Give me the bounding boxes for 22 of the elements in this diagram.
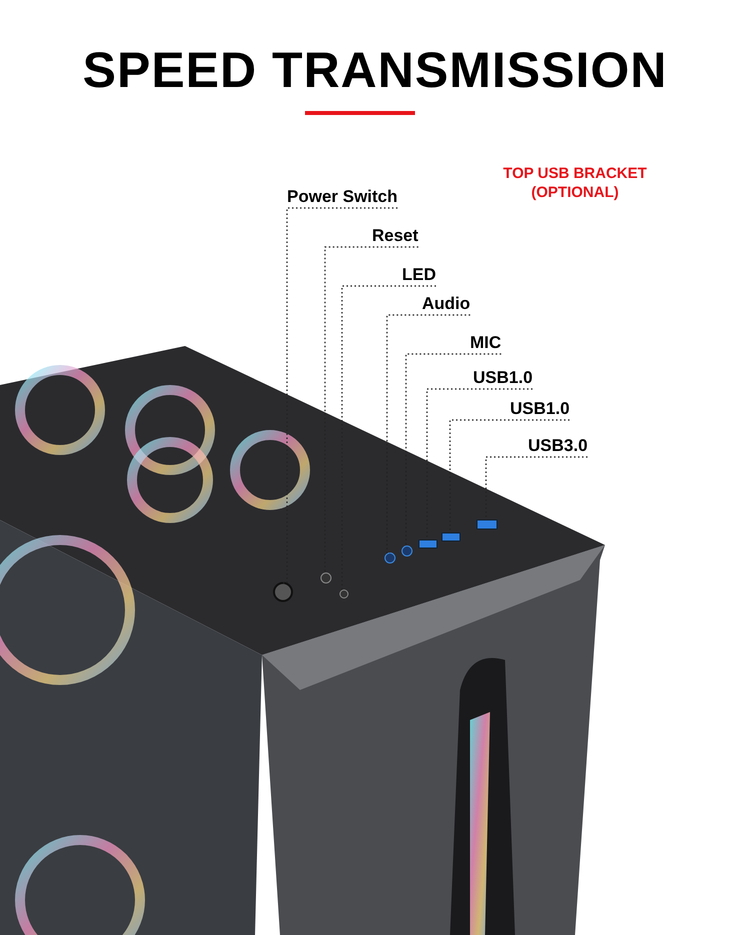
leader-line [449, 419, 570, 533]
usb-port [476, 520, 498, 530]
leader-line [405, 353, 502, 546]
usb-port [442, 532, 460, 542]
part-label: USB3.0 [528, 436, 588, 456]
part-label: Power Switch [287, 187, 398, 207]
part-label: Reset [372, 226, 418, 246]
part-label: USB1.0 [473, 368, 533, 388]
part-label: USB1.0 [510, 399, 570, 419]
led-indicator [340, 590, 348, 598]
part-label: MIC [470, 333, 502, 353]
leader-line [341, 285, 436, 591]
note-text: TOP USB BRACKET (OPTIONAL) [502, 164, 648, 202]
part-label: Audio [422, 294, 470, 314]
usb-port [418, 540, 438, 548]
leader-line [485, 456, 588, 520]
title: SPEED TRANSMISSION [82, 41, 668, 100]
leader-line [282, 207, 398, 584]
leader-line [324, 246, 418, 573]
part-label: LED [402, 265, 436, 285]
leader-line [426, 388, 533, 540]
leader-line [386, 314, 470, 554]
